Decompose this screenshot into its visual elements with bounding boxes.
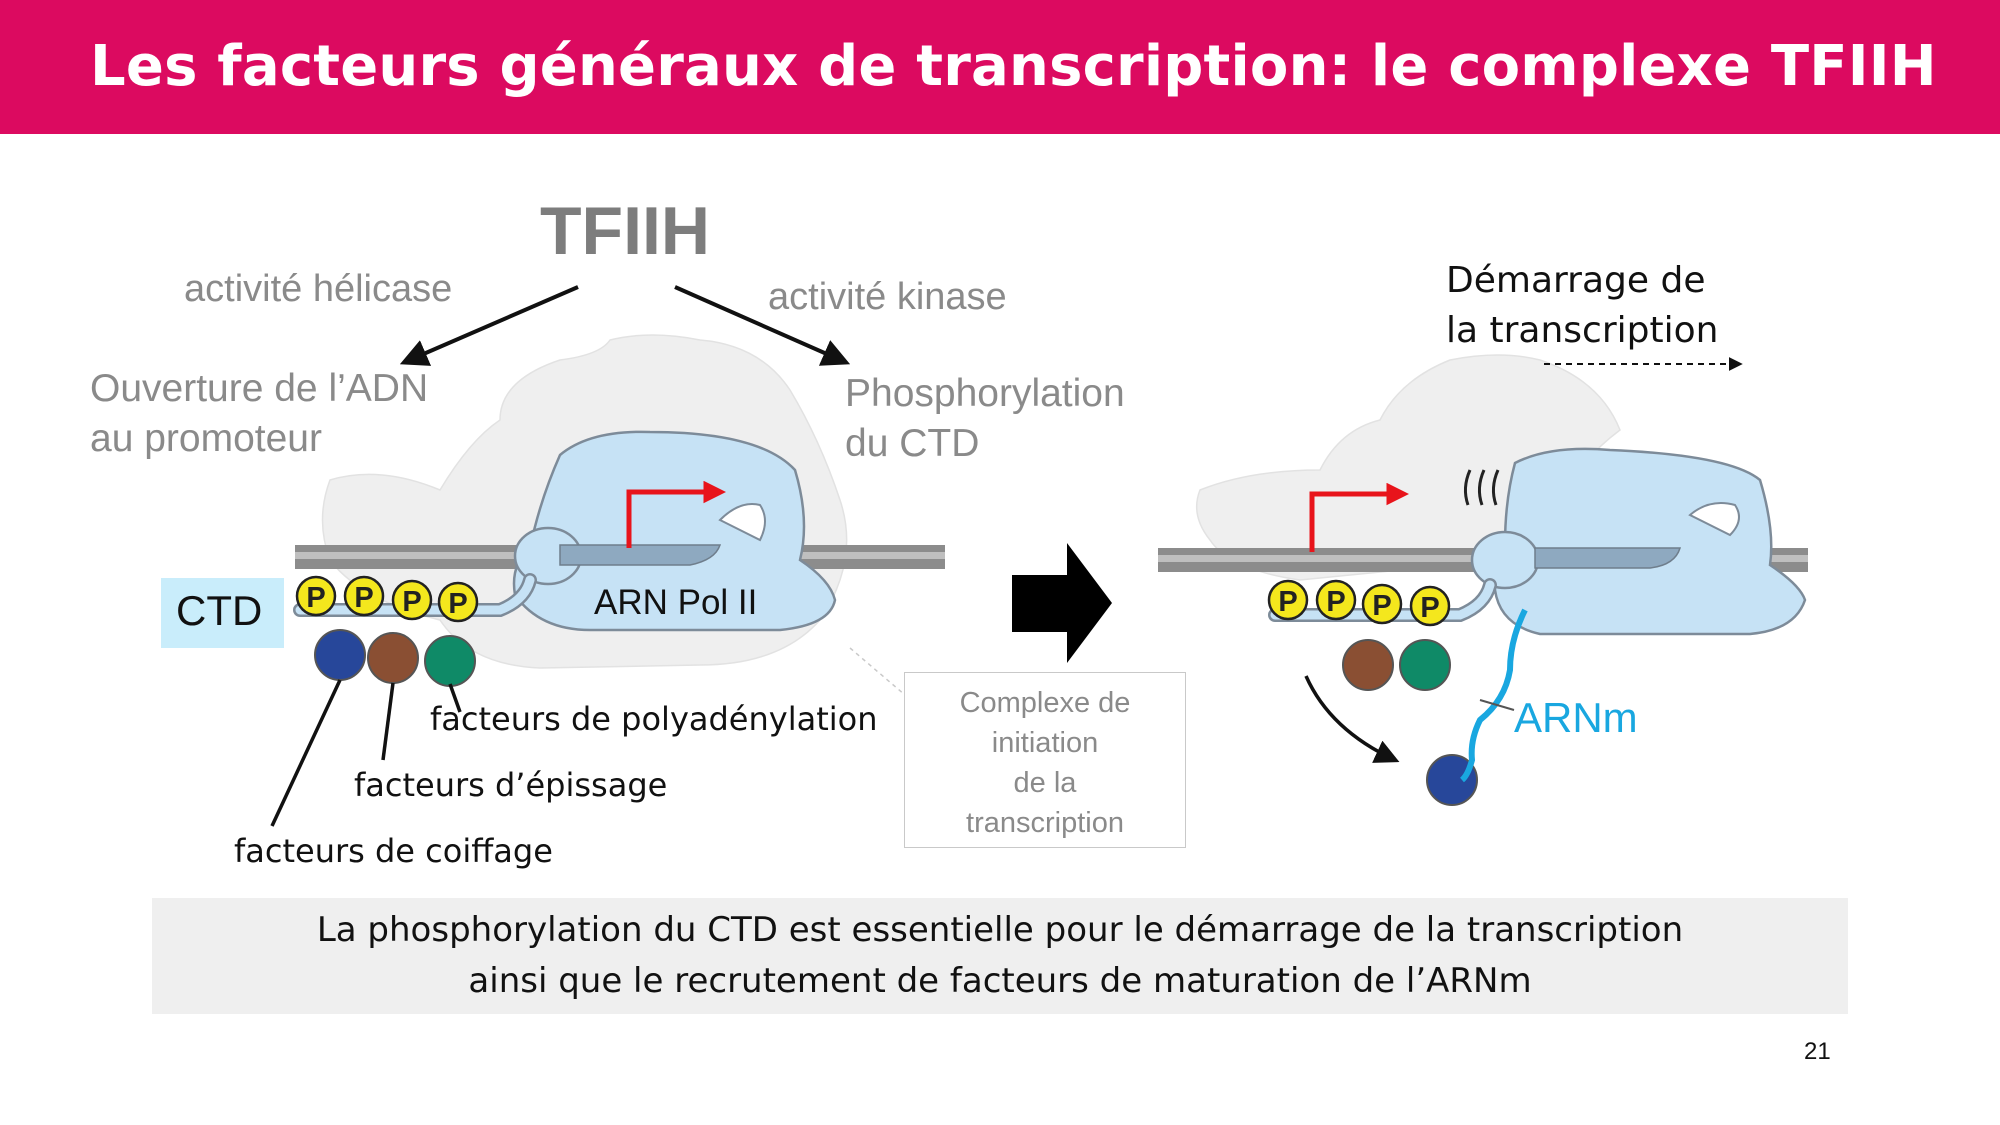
initiation-complex-box: Complexe de initiation de la transcripti… bbox=[904, 672, 1186, 848]
initiation-box-line-2: initiation bbox=[991, 727, 1099, 759]
phospho-circle bbox=[1409, 585, 1451, 627]
phospho-circle bbox=[437, 581, 479, 623]
phospho-label: P bbox=[1326, 586, 1345, 618]
polyadenylation-factors-label: facteurs de polyadénylation bbox=[430, 700, 878, 738]
polymerase-left-cleft bbox=[559, 544, 722, 566]
ctd-tail-left-fill bbox=[295, 575, 535, 615]
initiation-box-line-1: Complexe de bbox=[959, 687, 1131, 719]
phospho-label: P bbox=[1372, 590, 1391, 622]
splicing-factors-label: facteurs d’épissage bbox=[354, 766, 668, 804]
motion-lines bbox=[1463, 469, 1500, 506]
helicase-arrow bbox=[399, 285, 579, 366]
phospho-label: P bbox=[402, 586, 421, 618]
phospho-circle bbox=[391, 579, 433, 621]
phospho-label: P bbox=[448, 588, 467, 620]
phospho-label: P bbox=[354, 582, 373, 614]
kinase-activity-label: activité kinase bbox=[768, 276, 1007, 318]
summary-line-1: La phosphorylation du CTD est essentiell… bbox=[316, 910, 1684, 950]
polyadenylation-factor-right bbox=[1399, 639, 1451, 691]
initiation-box-line-4: transcription bbox=[966, 807, 1124, 839]
dna-opening-label: Ouverture de l’ADN au promoteur bbox=[90, 364, 428, 464]
page-number: 21 bbox=[1804, 1038, 1831, 1065]
ctd-phosphorylation-line-2: du CTD bbox=[845, 422, 980, 465]
transcription-start-line-2: la transcription bbox=[1446, 310, 1719, 351]
capping-factors-label: facteurs de coiffage bbox=[234, 832, 553, 870]
splicing-factor-right bbox=[1342, 639, 1394, 691]
transition-arrow bbox=[1012, 543, 1112, 663]
polymerase-right-cleft bbox=[1534, 547, 1682, 569]
ctd-label-box bbox=[161, 578, 284, 648]
initiation-box-line-3: de la bbox=[1013, 767, 1077, 799]
polymerase-right-clamp bbox=[1470, 530, 1540, 590]
phospho-label: P bbox=[1278, 586, 1297, 618]
promoter-arrow-left bbox=[626, 480, 726, 548]
kinase-arrow bbox=[674, 285, 851, 366]
capping-factor-left bbox=[314, 629, 366, 681]
ctd-phosphorylation-label: Phosphorylation du CTD bbox=[845, 369, 1125, 469]
phospho-group-left: P P P P bbox=[295, 575, 479, 623]
polymerase-right-pocket bbox=[1688, 502, 1740, 537]
mrna-pointer bbox=[1479, 699, 1515, 711]
mrna-strand bbox=[1459, 608, 1528, 783]
transcription-start-label: Démarrage de la transcription bbox=[1446, 256, 1718, 356]
capping-pointer bbox=[270, 679, 342, 827]
ctd-tail-right-fill bbox=[1270, 580, 1495, 620]
capping-factor-released bbox=[1426, 754, 1478, 806]
phospho-label: P bbox=[1420, 592, 1439, 624]
initiation-connector bbox=[849, 647, 906, 696]
summary-box: La phosphorylation du CTD est essentiell… bbox=[152, 898, 1848, 1014]
splicing-pointer bbox=[381, 682, 395, 761]
helicase-activity-label: activité hélicase bbox=[184, 268, 453, 310]
ctd-phosphorylation-line-1: Phosphorylation bbox=[845, 372, 1125, 415]
transcription-start-line-1: Démarrage de bbox=[1446, 260, 1706, 301]
polymerase-right-body bbox=[1493, 447, 1807, 636]
polyadenylation-pointer bbox=[448, 683, 462, 713]
phospho-circle bbox=[1361, 583, 1403, 625]
phospho-circle bbox=[1315, 579, 1357, 621]
slide-title: Les facteurs généraux de transcription: … bbox=[90, 34, 1937, 99]
title-bar: Les facteurs généraux de transcription: … bbox=[0, 0, 2000, 134]
polymerase-left-pocket bbox=[718, 503, 766, 542]
tfiih-label: TFIIH bbox=[540, 193, 710, 269]
splicing-factor-left bbox=[367, 632, 419, 684]
phospho-circle bbox=[295, 575, 337, 617]
phospho-label: P bbox=[306, 582, 325, 614]
dna-opening-line-2: au promoteur bbox=[90, 417, 322, 460]
polyadenylation-factor-left bbox=[424, 635, 476, 687]
polymerase-label: ARN Pol II bbox=[594, 583, 758, 622]
dna-opening-line-1: Ouverture de l’ADN bbox=[90, 367, 429, 410]
phospho-circle bbox=[1267, 579, 1309, 621]
ctd-label: CTD bbox=[176, 587, 263, 634]
release-arrow bbox=[1304, 675, 1400, 763]
promoter-arrow-right bbox=[1309, 482, 1409, 552]
summary-line-2: ainsi que le recrutement de facteurs de … bbox=[468, 961, 1532, 1001]
phospho-circle bbox=[343, 575, 385, 617]
mrna-label: ARNm bbox=[1514, 694, 1638, 741]
phospho-group-right: P P P P bbox=[1267, 579, 1451, 627]
